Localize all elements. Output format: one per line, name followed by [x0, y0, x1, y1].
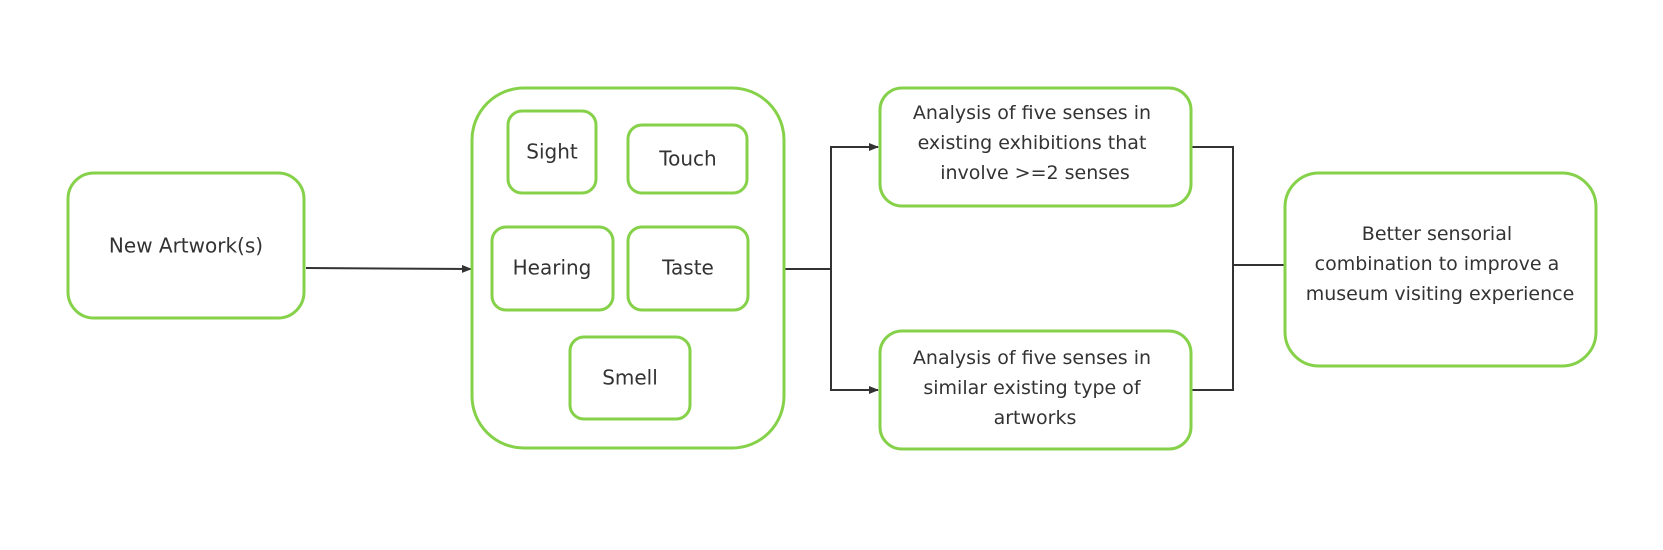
outcome-text: Better sensorial combination to improve … — [1306, 223, 1575, 305]
analysis-exhibitions-text: Analysis of five senses in existing exhi… — [913, 102, 1157, 184]
sense-touch-label: Touch — [658, 147, 716, 171]
sense-taste: Taste — [626, 225, 750, 312]
node-outcome: Better sensorial combination to improve … — [1283, 171, 1598, 368]
arrow-split-to-exhibitions — [830, 143, 879, 269]
arrow-artwork-to-senses — [305, 264, 472, 273]
analysis-artworks-line-1: Analysis of five senses in — [913, 347, 1151, 369]
analysis-exhibitions-line-2: existing exhibitions that — [918, 132, 1147, 154]
analysis-exhibitions-line-1: Analysis of five senses in — [913, 102, 1151, 124]
node-analysis-artworks: Analysis of five senses in similar exist… — [878, 329, 1193, 451]
outcome-line-3: museum visiting experience — [1306, 283, 1575, 305]
sense-sight: Sight — [506, 109, 598, 195]
outcome-line-1: Better sensorial — [1362, 223, 1512, 245]
sense-taste-label: Taste — [661, 256, 714, 280]
node-new-artwork: New Artwork(s) — [66, 171, 306, 320]
sense-smell-label: Smell — [602, 366, 658, 390]
arrow-split-to-artworks — [830, 269, 879, 394]
analysis-exhibitions-line-3: involve >=2 senses — [940, 162, 1130, 184]
sense-sight-label: Sight — [526, 140, 578, 164]
analysis-artworks-text: Analysis of five senses in similar exist… — [913, 347, 1157, 429]
node-analysis-exhibitions: Analysis of five senses in existing exhi… — [878, 86, 1193, 208]
sense-touch: Touch — [626, 123, 749, 195]
sense-smell: Smell — [568, 335, 692, 421]
connector-exhibitions-merge — [1191, 146, 1234, 391]
new-artwork-label: New Artwork(s) — [109, 234, 263, 258]
senses-group: Sight Touch Hearing Taste Smell — [470, 86, 786, 450]
outcome-line-2: combination to improve a — [1315, 253, 1560, 275]
analysis-artworks-line-2: similar existing type of — [923, 377, 1141, 399]
analysis-artworks-line-3: artworks — [994, 407, 1077, 429]
sense-hearing: Hearing — [490, 225, 615, 312]
sense-hearing-label: Hearing — [513, 256, 592, 280]
